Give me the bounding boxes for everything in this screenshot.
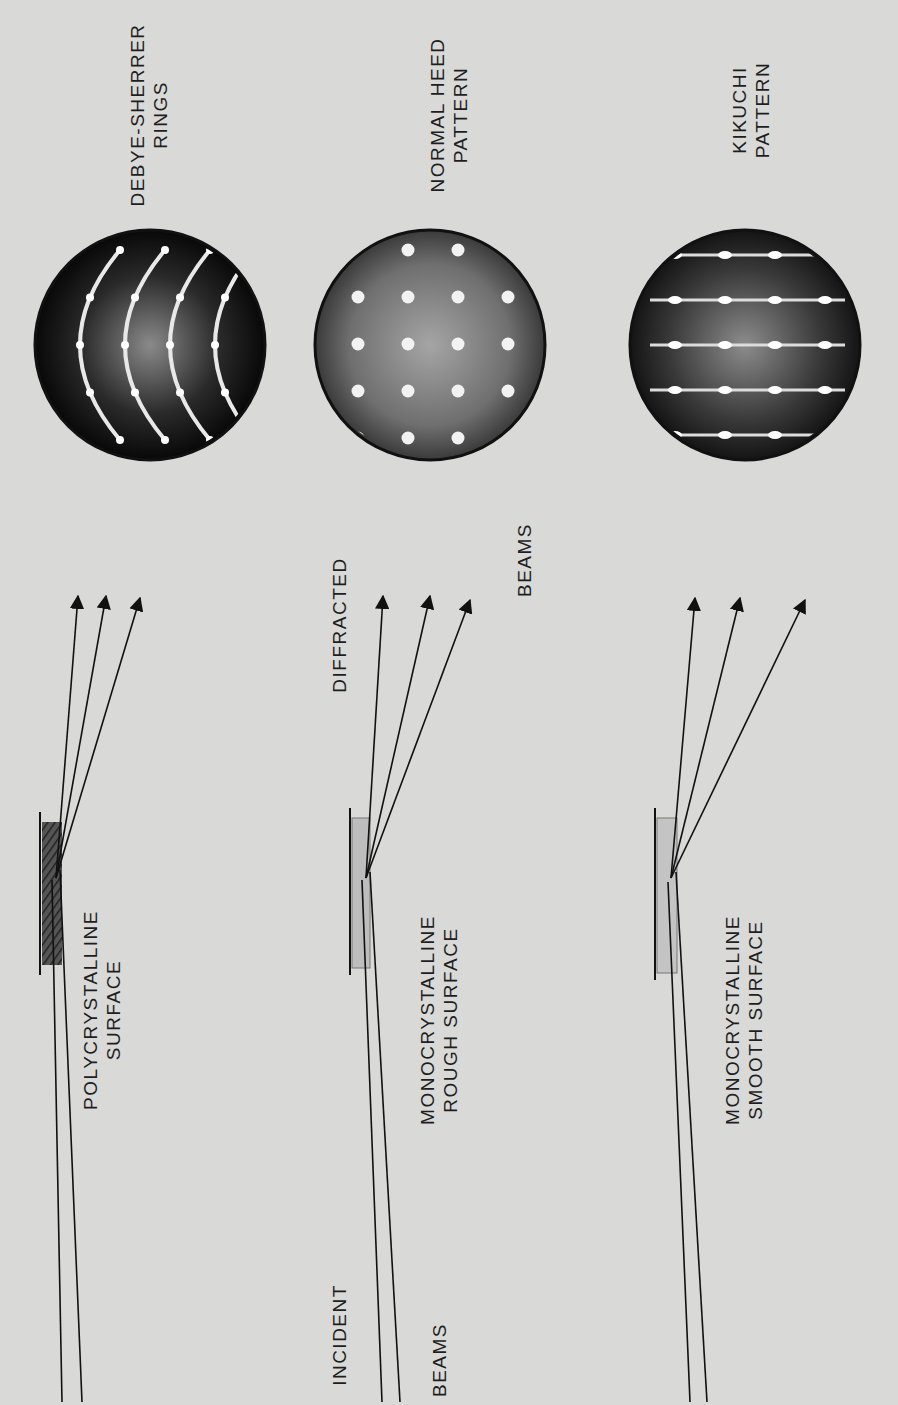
diffraction-spot [402, 244, 415, 257]
ring-spot [86, 294, 94, 302]
streak-spot [668, 251, 682, 259]
surface-line [654, 808, 656, 980]
kikuchi-lines [650, 251, 845, 439]
diffraction-spot [502, 432, 515, 445]
diffraction-spot [502, 385, 515, 398]
diffraction-spot [502, 244, 515, 257]
ring-spot [176, 389, 184, 397]
diffraction-spot [452, 385, 465, 398]
ring-spot [131, 294, 139, 302]
ring-spot [116, 436, 124, 444]
streak-spot [768, 296, 782, 304]
caption-label: DIFFRACTED [329, 557, 352, 692]
ring-spot [86, 389, 94, 397]
screen-circle [35, 230, 265, 460]
streak-spot [768, 431, 782, 439]
ring-spot [166, 341, 174, 349]
diffraction-spot [402, 291, 415, 304]
ring-arc [80, 250, 120, 440]
ring-spot [161, 436, 169, 444]
caption-label: BEAMS [514, 523, 537, 597]
diffraction-spot [352, 432, 365, 445]
diffraction-spot [352, 291, 365, 304]
diffraction-spot [352, 385, 365, 398]
diffraction-spot [402, 338, 415, 351]
ring-spot [221, 389, 229, 397]
streak-spot [668, 386, 682, 394]
ring-spot [206, 436, 214, 444]
surface-line [349, 808, 351, 975]
ring-spot [116, 246, 124, 254]
ring-spot [76, 341, 84, 349]
streak-spot [668, 341, 682, 349]
diffraction-spot [402, 432, 415, 445]
caption-label: DEBYE-SHERRER RINGS [127, 10, 173, 220]
streak-spot [718, 386, 732, 394]
streak-spot [818, 431, 832, 439]
diffraction-spot [352, 244, 365, 257]
streak-spot [718, 431, 732, 439]
surface-line [39, 812, 41, 975]
diffraction-spot [452, 291, 465, 304]
caption-label: KIKUCHI PATTERN [729, 48, 775, 173]
debye-rings [76, 246, 259, 444]
streak-spot [818, 296, 832, 304]
streak-spot [768, 251, 782, 259]
beam-lines [52, 596, 805, 1402]
streak-spot [768, 386, 782, 394]
ring-spot [221, 294, 229, 302]
diffraction-spot [502, 338, 515, 351]
diffraction-spot [502, 291, 515, 304]
heed-spots [352, 244, 515, 445]
diffraction-spot [452, 338, 465, 351]
diffraction-spot [452, 244, 465, 257]
streak-spot [718, 251, 732, 259]
rough-sample [352, 818, 370, 968]
streak-spot [718, 296, 732, 304]
ring-arc [170, 250, 210, 440]
streak-spot [668, 296, 682, 304]
streak-spot [768, 341, 782, 349]
ring-spot [206, 246, 214, 254]
ring-spot [161, 246, 169, 254]
ring-arc [215, 250, 255, 440]
streak-spot [818, 251, 832, 259]
streak-spot [668, 431, 682, 439]
streak-spot [818, 341, 832, 349]
diffraction-spot [402, 385, 415, 398]
caption-label: POLYCRYSTALLINE SURFACE [80, 900, 126, 1120]
ring-arc [125, 250, 165, 440]
ring-spot [121, 341, 129, 349]
streak-spot [718, 341, 732, 349]
diffraction-spot [352, 338, 365, 351]
caption-label: INCIDENT [329, 1284, 352, 1386]
streak-spot [818, 386, 832, 394]
screen-circle [630, 230, 860, 460]
screen-circle [315, 230, 545, 460]
diffraction-spot [452, 432, 465, 445]
ring-spot [176, 294, 184, 302]
ring-spot [131, 389, 139, 397]
caption-label: NORMAL HEED PATTERN [427, 28, 473, 203]
ring-spot [251, 246, 259, 254]
ring-spot [251, 436, 259, 444]
caption-label: BEAMS [429, 1323, 452, 1397]
ring-spot [211, 341, 219, 349]
caption-label: MONOCRYSTALLINE ROUGH SURFACE [417, 905, 463, 1135]
caption-label: MONOCRYSTALLINE SMOOTH SURFACE [722, 903, 768, 1138]
